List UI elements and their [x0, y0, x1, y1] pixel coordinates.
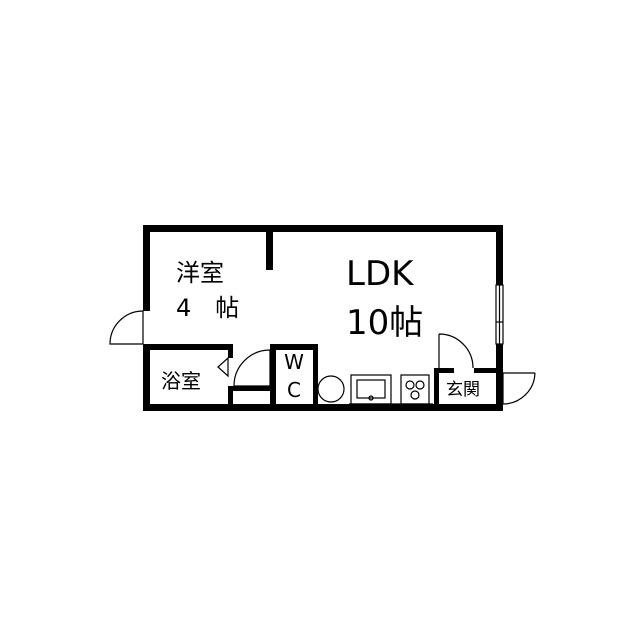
- room-labels: 洋室 4 帖 LDK 10帖 浴室 W C 玄関: [161, 254, 480, 402]
- wc-top-wall: [270, 344, 318, 350]
- closet-divider: [228, 386, 274, 391]
- ldk-size: 10帖: [346, 303, 423, 343]
- window: [495, 284, 504, 345]
- western-room-size: 4 帖: [176, 294, 239, 322]
- left-wall-upper: [143, 225, 150, 311]
- right-wall-lower: [496, 344, 503, 411]
- bathroom-name: 浴室: [161, 369, 201, 393]
- bath-door-marker: [217, 356, 229, 378]
- front-door: [502, 372, 536, 405]
- washing-machine: [317, 375, 345, 403]
- entrance-top-wall-left: [434, 368, 454, 373]
- entrance-name: 玄関: [446, 380, 480, 400]
- bath-right-wall-lower: [228, 386, 233, 411]
- bottom-wall: [143, 404, 503, 411]
- doors: [109, 310, 536, 405]
- wc-right-wall: [313, 344, 318, 411]
- wc-label-w: W: [284, 350, 304, 374]
- wc-door: [233, 349, 271, 387]
- exterior-walls: [143, 225, 503, 411]
- partition-stub-top: [266, 225, 273, 270]
- stove: [400, 374, 430, 405]
- entrance-top-wall-right: [474, 368, 503, 373]
- wc-label-c: C: [287, 378, 301, 402]
- entrance-left-wall: [434, 368, 439, 411]
- interior-walls: [143, 225, 503, 411]
- ldk-name: LDK: [346, 254, 415, 294]
- western-room-door: [109, 310, 144, 345]
- left-wall-lower: [143, 344, 150, 411]
- top-wall: [143, 225, 503, 232]
- bath-top-wall: [143, 344, 233, 350]
- wc-left-wall: [270, 344, 276, 411]
- fixtures: [317, 374, 433, 405]
- western-room-name: 洋室: [176, 259, 224, 287]
- right-wall-upper: [496, 225, 503, 285]
- kitchen-sink: [350, 374, 392, 405]
- bath-right-wall-upper: [228, 344, 233, 358]
- entrance-inner-door: [438, 333, 474, 369]
